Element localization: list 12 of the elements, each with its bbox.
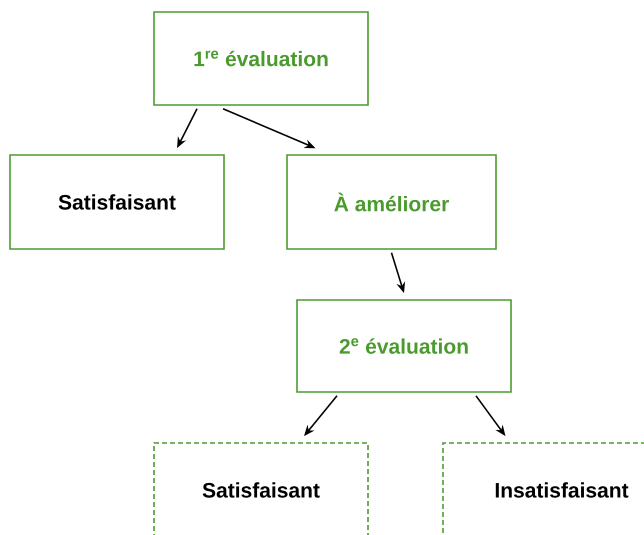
- dashed-box: [153, 442, 369, 535]
- node-label: Satisfaisant: [58, 194, 176, 210]
- node-label: 2$^{e}$ évaluation: [340, 338, 468, 354]
- process-box: [153, 11, 369, 106]
- node-label: Insatisfaisant: [496, 482, 628, 498]
- node-label: À améliorer: [334, 192, 449, 212]
- process-box: [296, 299, 512, 393]
- process-box: [286, 154, 497, 250]
- node-label: Satisfaisant: [202, 482, 320, 498]
- node-label: 1$^{re}$ évaluation: [194, 50, 328, 66]
- dashed-box: [442, 442, 644, 535]
- process-box: [9, 154, 225, 250]
